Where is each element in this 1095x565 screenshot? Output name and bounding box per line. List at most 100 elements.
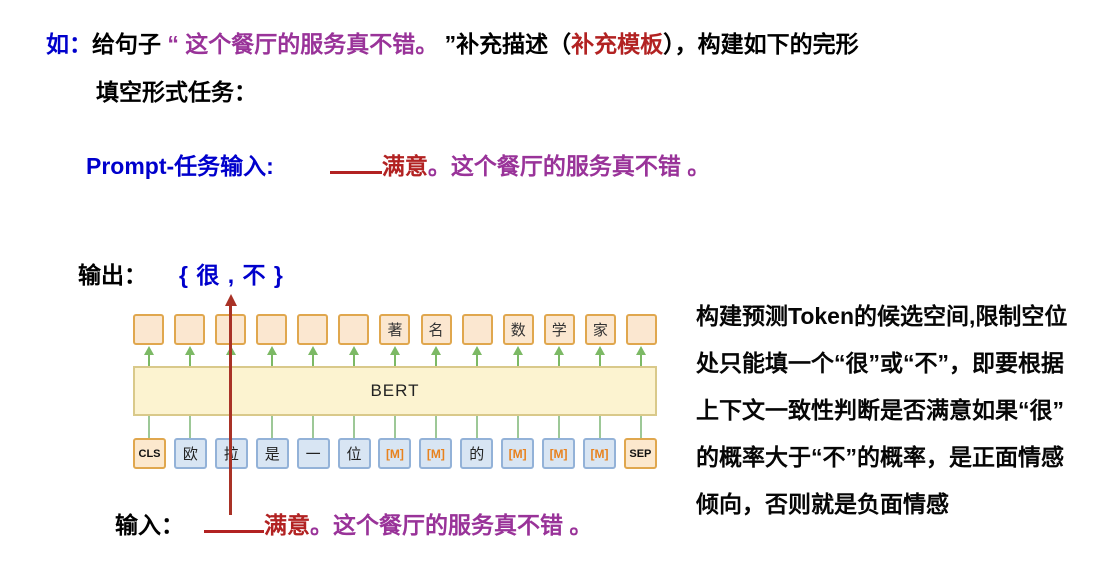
up-arrow-icon — [389, 346, 400, 366]
line-cell — [297, 416, 328, 438]
connector-line — [558, 416, 561, 438]
intro-line-2: 填空形式任务： — [96, 79, 257, 105]
explanation-line: 构建预测Token的候选空间,限制空位 — [696, 303, 1068, 329]
intro-prefix: 如： — [46, 31, 92, 57]
arrow-cell — [544, 345, 575, 366]
connector-line — [270, 416, 273, 438]
input-token-box: 是 — [255, 438, 289, 469]
line-cell — [421, 416, 452, 438]
predicted-token-box: 数 — [502, 314, 534, 345]
arrow-cell — [133, 345, 164, 366]
bert-label: BERT — [370, 381, 420, 400]
explanation-line: 处只能填一个“很”或“不”，即要根据 — [696, 350, 1064, 376]
arrow-cell — [174, 345, 205, 366]
up-arrows-row — [133, 345, 657, 366]
line-cell — [174, 416, 205, 438]
output-candidate-set: { 很 , 不 } — [179, 262, 284, 288]
connector-line — [599, 416, 602, 438]
input-token-box: CLS — [133, 438, 166, 469]
intro-quoted-sentence: “ 这个餐厅的服务真不错。 — [167, 31, 445, 57]
arrow-shaft — [229, 305, 232, 515]
up-arrow-icon — [348, 346, 359, 366]
up-arrow-icon — [636, 346, 647, 366]
predicted-token-box: 名 — [420, 314, 452, 345]
connector-line — [476, 416, 479, 438]
empty-token-box — [297, 314, 329, 345]
intro-segment-lead: 给句子 — [92, 31, 168, 57]
up-arrow-icon — [472, 346, 483, 366]
empty-token-box — [133, 314, 164, 345]
empty-token-box — [174, 314, 206, 345]
arrow-cell — [503, 345, 534, 366]
predicted-token-row: 著名 数学家 — [133, 314, 657, 345]
arrow-cell — [256, 345, 287, 366]
up-arrow-icon — [554, 346, 565, 366]
arrow-head — [224, 294, 237, 306]
input-answer: 满意 — [264, 512, 310, 538]
connector-line — [640, 416, 643, 438]
prompt-answer: 满意 — [381, 153, 428, 179]
intro-template-term: 补充模板 — [571, 31, 664, 57]
intro-paragraph: 如：给句子 “ 这个餐厅的服务真不错。 ”补充描述（补充模板），构建如下的完形 … — [46, 20, 859, 116]
line-cell — [256, 416, 287, 438]
arrow-cell — [379, 345, 410, 366]
blank-underline — [204, 511, 264, 533]
input-token-row: CLS欧拉是一位[M][M]的[M][M][M]SEP — [133, 438, 657, 469]
arrow-cell — [421, 345, 452, 366]
up-arrow-icon — [266, 346, 277, 366]
connector-line — [435, 416, 438, 438]
explanation-text: 构建预测Token的候选空间,限制空位 处只能填一个“很”或“不”，即要根据 上… — [696, 293, 1095, 528]
prediction-arrow-icon — [224, 294, 237, 516]
up-arrow-icon — [595, 346, 606, 366]
arrow-cell — [462, 345, 493, 366]
up-arrow-icon — [184, 346, 195, 366]
line-cell — [462, 416, 493, 438]
input-label: 输入： — [115, 512, 184, 538]
input-token-box: 的 — [460, 438, 494, 469]
up-arrow-icon — [431, 346, 442, 366]
connector-line — [188, 416, 191, 438]
up-arrow-icon — [307, 346, 318, 366]
input-token-box: [M] — [501, 438, 535, 469]
blank-underline — [329, 152, 382, 174]
input-token-box: [M] — [582, 438, 616, 469]
prompt-sentence: 。这个餐厅的服务真不错 。 — [427, 153, 711, 179]
empty-token-box — [625, 314, 657, 345]
empty-token-box — [461, 314, 493, 345]
intro-segment-tail: ），构建如下的完形 — [663, 31, 859, 57]
explanation-line: 上下文一致性判断是否满意如果“很” — [696, 397, 1064, 423]
line-cell — [133, 416, 164, 438]
prompt-label: Prompt-任务输入: — [86, 153, 274, 179]
explanation-line: 倾向，否则就是负面情感 — [696, 491, 949, 517]
line-cell — [626, 416, 657, 438]
up-arrow-icon — [513, 346, 524, 366]
connector-line — [393, 416, 396, 438]
connector-line — [352, 416, 355, 438]
up-arrow-icon — [143, 346, 154, 366]
input-token-box: SEP — [623, 438, 657, 469]
input-token-box: 一 — [296, 438, 330, 469]
connector-line — [147, 416, 150, 438]
input-token-box: 欧 — [173, 438, 207, 469]
intro-line-1: 如：给句子 “ 这个餐厅的服务真不错。 ”补充描述（补充模板），构建如下的完形 — [46, 20, 859, 68]
input-sentence: 。这个餐厅的服务真不错 。 — [310, 512, 593, 538]
predicted-token-box: 学 — [543, 314, 575, 345]
arrow-cell — [626, 345, 657, 366]
line-cell — [585, 416, 616, 438]
connector-line — [311, 416, 314, 438]
prompt-input-line: Prompt-任务输入: 满意。这个餐厅的服务真不错 。 — [86, 147, 710, 181]
empty-token-box — [338, 314, 370, 345]
output-line: 输出： { 很 , 不 } — [78, 256, 284, 290]
input-line: 输入： 满意。这个餐厅的服务真不错 。 — [115, 506, 592, 540]
output-label: 输出： — [78, 262, 147, 288]
predicted-token-box: 著 — [379, 314, 411, 345]
predicted-token-box: 家 — [584, 314, 616, 345]
connector-line — [517, 416, 520, 438]
input-token-box: 位 — [337, 438, 371, 469]
explanation-line: 的概率大于“不”的概率，是正面情感 — [696, 444, 1064, 470]
arrow-cell — [338, 345, 369, 366]
arrow-cell — [585, 345, 616, 366]
bert-box: BERT — [133, 366, 657, 416]
